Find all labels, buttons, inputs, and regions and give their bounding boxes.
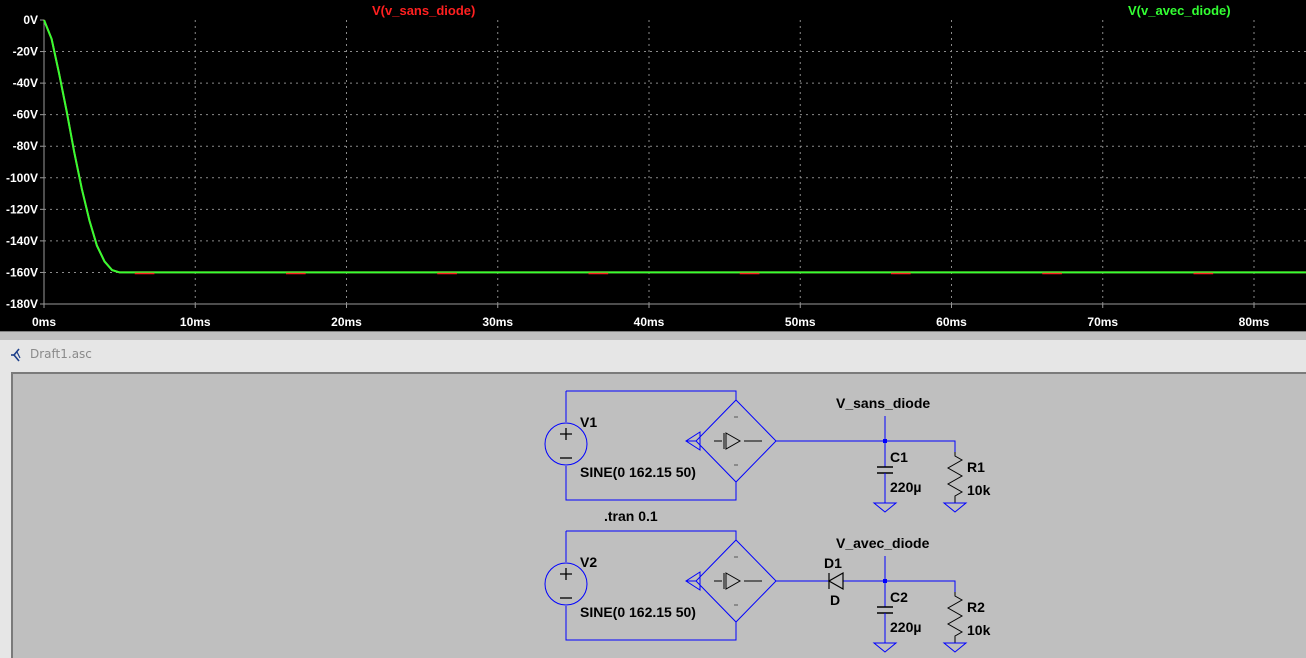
bridge-rectifier-2[interactable]: [685, 539, 777, 623]
pane-splitter[interactable]: [0, 331, 1306, 340]
r1-name[interactable]: R1: [967, 459, 985, 475]
x-tick-label: 10ms: [180, 315, 211, 329]
waveform-chart[interactable]: V(v_sans_diode) V(v_avec_diode) 0V -20V -4…: [0, 0, 1306, 331]
voltage-source-v1[interactable]: [544, 422, 588, 466]
wire: [776, 440, 956, 452]
wire: [566, 390, 737, 400]
waveform-plot-pane[interactable]: V(v_sans_diode) V(v_avec_diode) 0V -20V -4…: [0, 0, 1306, 331]
wire: [843, 580, 956, 592]
wire: [566, 530, 737, 540]
schematic-title: Draft1.asc: [30, 347, 92, 361]
wire: [565, 466, 737, 501]
d1-value[interactable]: D: [830, 592, 840, 608]
x-tick-label: 0ms: [32, 315, 56, 329]
diode-d1[interactable]: [827, 571, 844, 591]
r2-value[interactable]: 10k: [967, 622, 991, 638]
trace-label-v-avec-diode[interactable]: V(v_avec_diode): [1128, 3, 1231, 18]
capacitor-c2[interactable]: [872, 589, 898, 653]
x-tick-label: 70ms: [1087, 315, 1118, 329]
voltage-source-v2[interactable]: [544, 562, 588, 606]
junction-dot: [883, 579, 887, 583]
c2-value[interactable]: 220µ: [890, 619, 921, 635]
schematic-canvas[interactable]: V1 SINE(0 162.15 50) .tran 0.1 V2 SINE(0…: [11, 372, 1306, 658]
y-tick-label: -20V: [13, 45, 38, 59]
trace-label-v-sans-diode[interactable]: V(v_sans_diode): [372, 3, 475, 18]
y-tick-label: -180V: [6, 297, 38, 311]
y-axis-ticks: 0V -20V -40V -60V -80V -100V -120V -140V -160V -1…: [6, 13, 44, 311]
r1-value[interactable]: 10k: [967, 482, 991, 498]
tran-directive[interactable]: .tran 0.1: [604, 508, 658, 524]
resistor-r1[interactable]: [942, 452, 968, 513]
v1-value[interactable]: SINE(0 162.15 50): [580, 464, 696, 480]
x-tick-label: 40ms: [634, 315, 665, 329]
y-tick-label: -160V: [6, 265, 38, 279]
y-tick-label: -100V: [6, 171, 38, 185]
y-tick-label: -80V: [13, 139, 38, 153]
schematic-window[interactable]: Draft1.asc: [0, 340, 1306, 658]
d1-name[interactable]: D1: [824, 555, 842, 571]
c1-name[interactable]: C1: [890, 449, 908, 465]
x-tick-label: 20ms: [331, 315, 362, 329]
x-tick-label: 30ms: [482, 315, 513, 329]
net-label-v-sans-diode[interactable]: V_sans_diode: [836, 395, 930, 411]
net-label-v-avec-diode[interactable]: V_avec_diode: [836, 535, 930, 551]
schematic-icon: [11, 348, 21, 362]
x-tick-label: 60ms: [936, 315, 967, 329]
v2-name[interactable]: V2: [580, 554, 597, 570]
x-tick-label: 50ms: [785, 315, 816, 329]
x-tick-label: 80ms: [1239, 315, 1270, 329]
y-tick-label: 0V: [23, 13, 38, 27]
capacitor-c1[interactable]: [872, 449, 898, 513]
resistor-r2[interactable]: [942, 592, 968, 653]
y-tick-label: -40V: [13, 76, 38, 90]
x-axis-ticks: 0ms 10ms 20ms 30ms 40ms 50ms 60ms 70ms 80ms: [32, 304, 1270, 329]
y-tick-label: -140V: [6, 234, 38, 248]
schematic-tab[interactable]: Draft1.asc: [0, 344, 1306, 366]
series-line-v-avec-diode: [43, 19, 1306, 274]
c2-name[interactable]: C2: [890, 589, 908, 605]
wire: [565, 606, 737, 641]
y-tick-label: -120V: [6, 202, 38, 216]
junction-dot: [883, 439, 887, 443]
r2-name[interactable]: R2: [967, 599, 985, 615]
c1-value[interactable]: 220µ: [890, 479, 921, 495]
series-layer: [43, 19, 1306, 275]
v1-name[interactable]: V1: [580, 414, 597, 430]
grid-lines: [43, 20, 1306, 305]
v2-value[interactable]: SINE(0 162.15 50): [580, 604, 696, 620]
bridge-rectifier-1[interactable]: [685, 399, 777, 483]
y-tick-label: -60V: [13, 108, 38, 122]
